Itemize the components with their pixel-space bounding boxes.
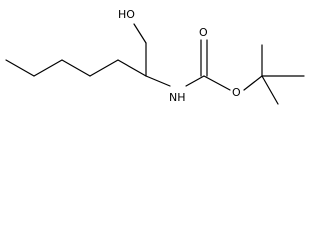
bond-chain-2 bbox=[33, 59, 63, 77]
structure-diagram: HO NH O O bbox=[5, 8, 305, 105]
bond-chain-3 bbox=[61, 59, 91, 77]
bond-chain-1 bbox=[5, 59, 35, 77]
hydroxyl-label: HO bbox=[118, 8, 135, 21]
ester-oxygen-label: O bbox=[232, 86, 241, 99]
bond-carbonyl-ester-o bbox=[203, 75, 231, 91]
amine-label: NH bbox=[169, 91, 186, 104]
carbonyl-oxygen-label: O bbox=[199, 26, 208, 39]
bond-tbutyl-methyl-down bbox=[261, 75, 279, 105]
bond-c-n bbox=[145, 75, 171, 87]
bond-o-tbutyl bbox=[243, 75, 263, 91]
bond-ch2-oh bbox=[133, 23, 147, 44]
bond-chain-5 bbox=[117, 59, 147, 77]
bond-n-carbonyl bbox=[185, 75, 205, 87]
bond-chain-4 bbox=[89, 59, 119, 77]
